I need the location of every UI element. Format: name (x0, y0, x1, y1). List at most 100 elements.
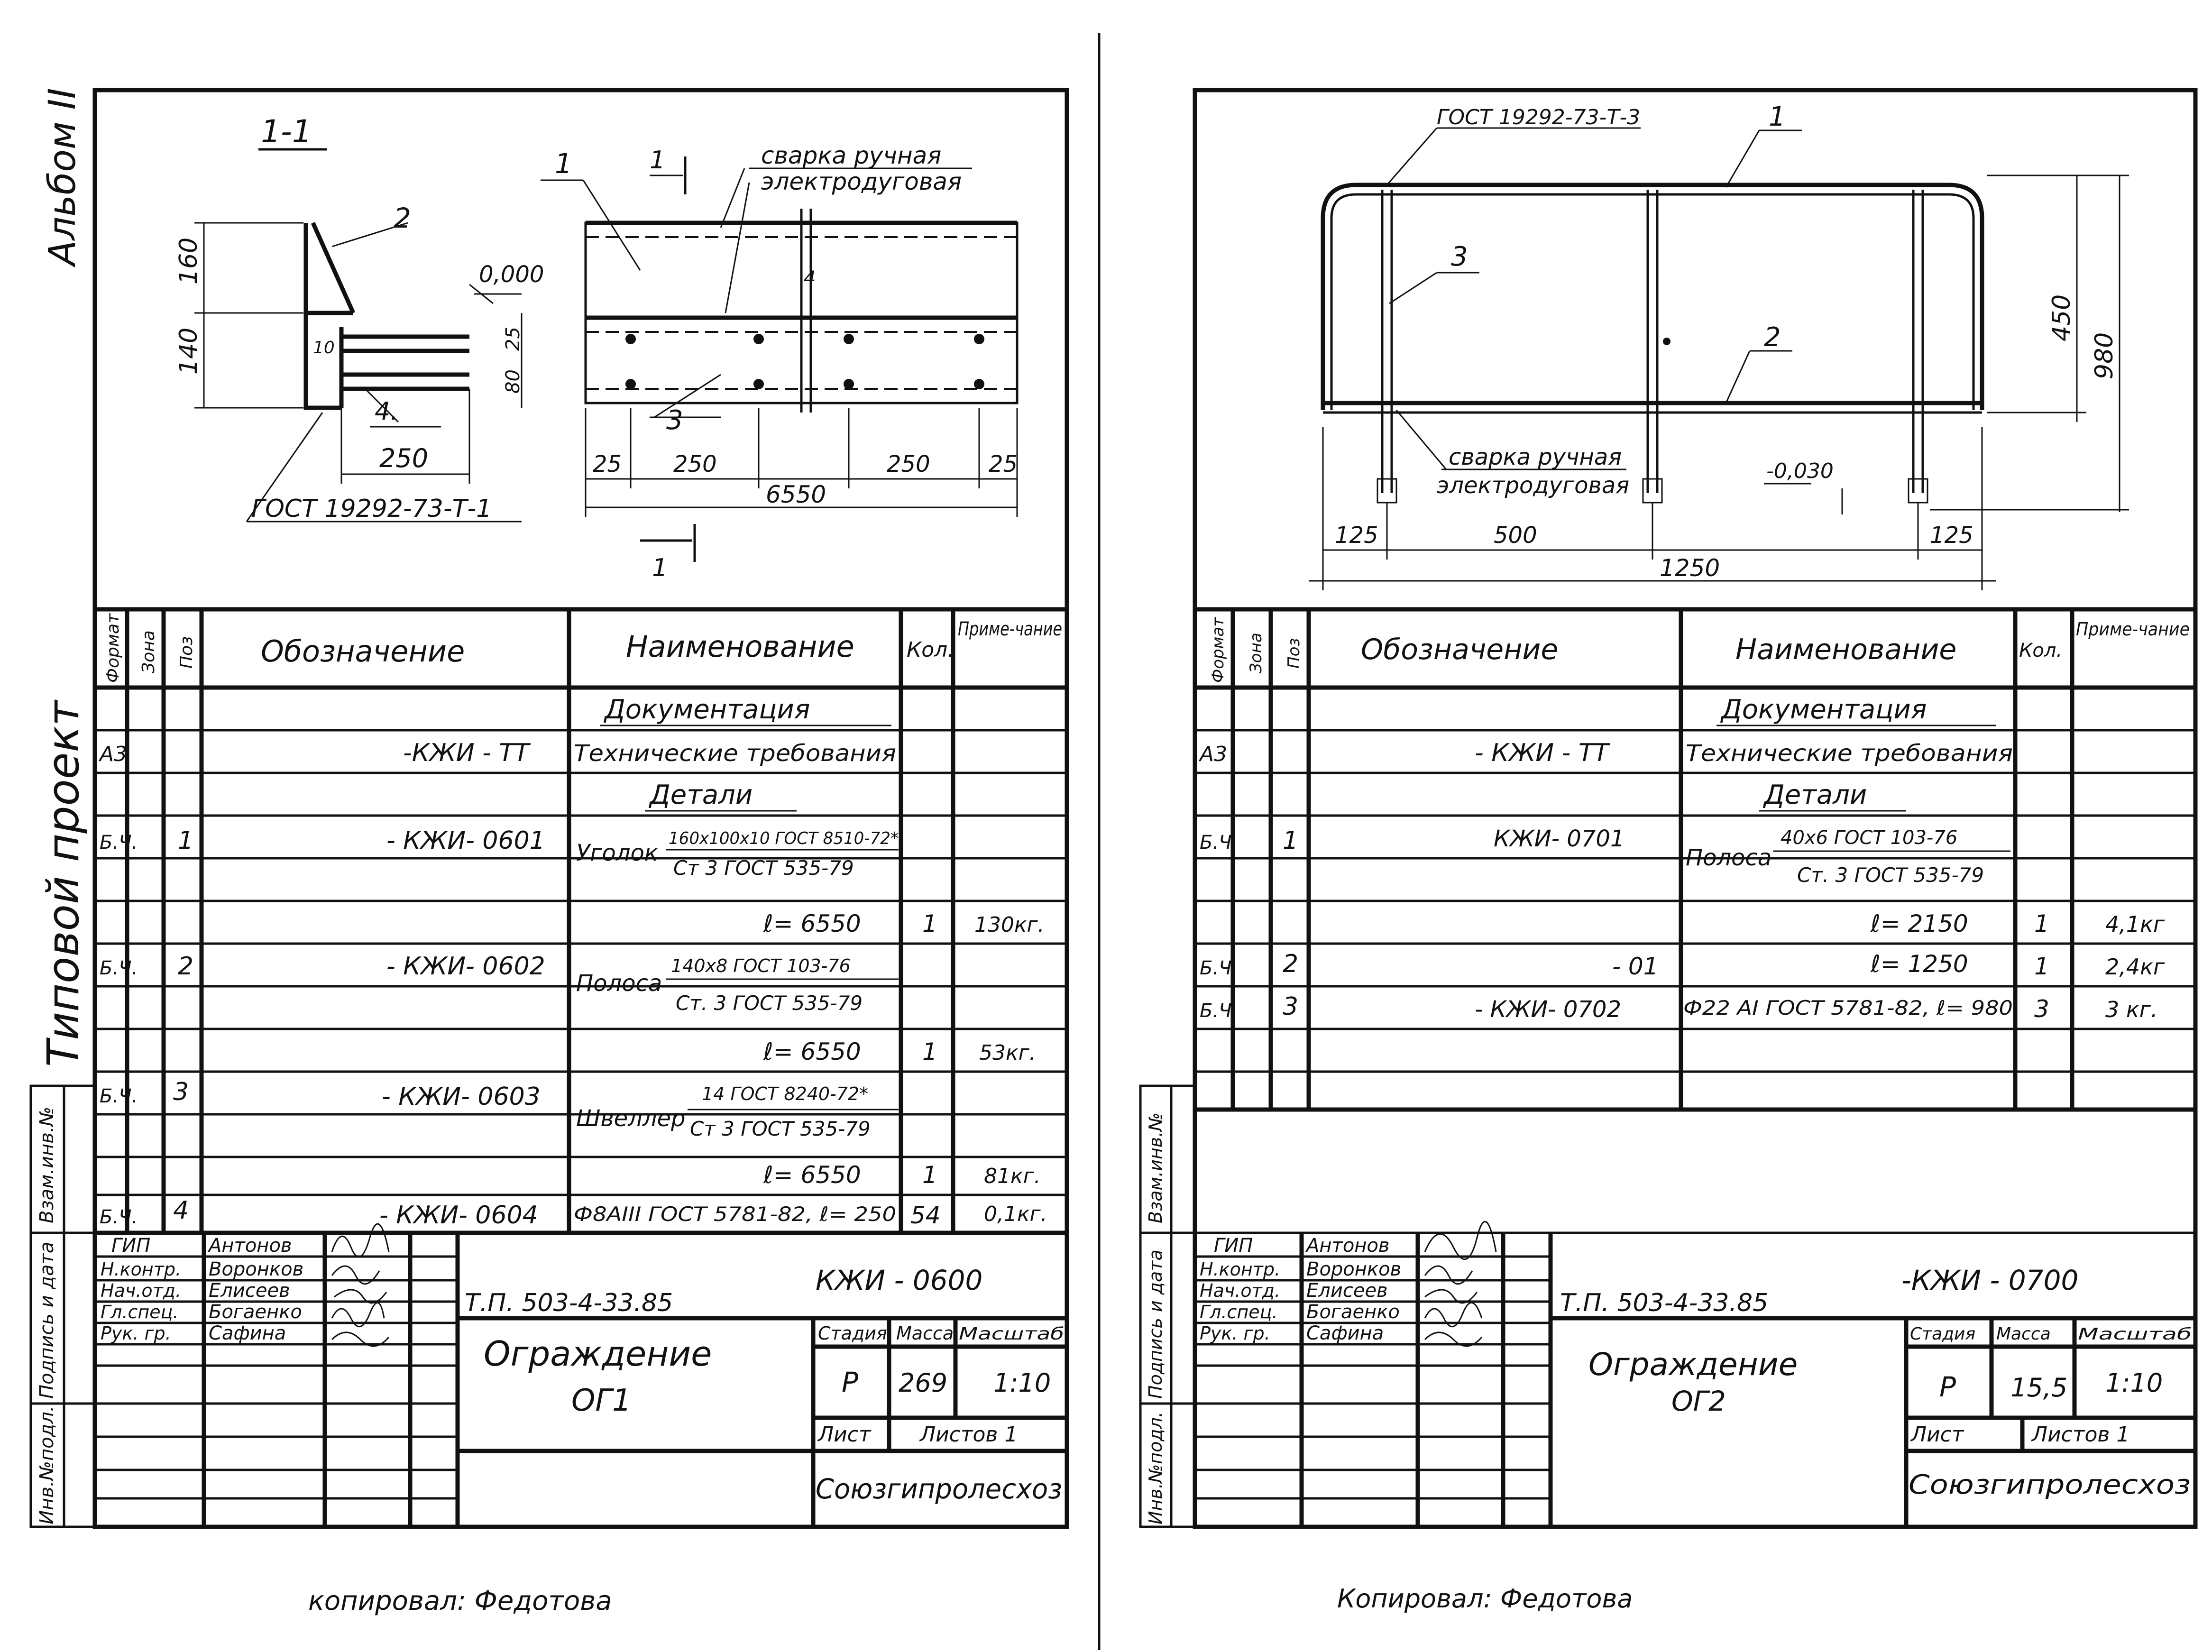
dim-160: 160 (174, 238, 203, 285)
dim-980-label: 980 (2090, 332, 2119, 379)
left-sheet: Альбом II Типовой проект Взам.инв.№ Подп… (29, 33, 1101, 1650)
header-note: Приме-чание (958, 618, 1062, 640)
row-pos: 1 (1283, 826, 1298, 855)
stamp-role: Нач.отд. (1200, 1280, 1280, 1301)
row-designation: - КЖИ - ТТ (1475, 739, 1611, 767)
level-label: 0,000 (479, 261, 544, 288)
gost-leader (246, 412, 323, 522)
stamp-doc-no: Т.П. 503-4-33.85 (1560, 1289, 1768, 1317)
row-format: Б.Ч. (100, 832, 138, 854)
dim-25-left: 25 (593, 451, 622, 477)
stamp-role: Рук. гр. (1200, 1323, 1270, 1344)
stamp-title-2: ОГ2 (1671, 1385, 1726, 1417)
row-designation: - КЖИ- 0602 (386, 952, 545, 981)
row-name-spec: 140х8 ГОСТ 103-76 (671, 955, 851, 976)
weld-note-2: электродуговая (761, 168, 962, 195)
stamp-name: Сафина (1306, 1322, 1384, 1344)
right-sheet: Взам.инв.№ Подпись и дата Инв.№подл. ГОС… (1139, 88, 2198, 1614)
stamp-scale-label: Масштаб (959, 1324, 1064, 1344)
callout-1: 1 (1769, 101, 1786, 132)
header-designation: Обозначение (1361, 633, 1558, 666)
row-note: 0,1кг. (984, 1202, 1047, 1226)
stamp-stage-label: Стадия (1910, 1324, 1975, 1344)
stamp-name: Богаенко (1306, 1301, 1400, 1323)
anchor-rod-bottom (341, 372, 469, 391)
right-spec-grid (1195, 607, 2195, 1234)
row-name-spec: 40х6 ГОСТ 103-76 (1781, 827, 1957, 849)
railing-inner-frame (1330, 193, 1975, 410)
header-name: Наименование (1735, 633, 1956, 666)
stamp-name: Елисеев (1306, 1280, 1388, 1302)
dim-250-section: 250 (379, 443, 428, 473)
stamp-sheet-label: Лист (1910, 1423, 1964, 1447)
left-title-block (95, 1233, 1067, 1527)
left-side-stamp-inner (63, 1084, 96, 1528)
railing-posts (1377, 190, 1928, 504)
gost-leader (1386, 128, 1438, 185)
row-name: Технические требования (1686, 740, 2013, 767)
stamp-sheets-label: Листов 1 (2031, 1423, 2129, 1447)
row-name: Ф22 АI ГОСТ 5781-82, ℓ= 980 (1683, 996, 2013, 1019)
row-length: ℓ= 6550 (763, 910, 861, 937)
callout-leader (1725, 350, 1751, 404)
callout-3: 3 (666, 405, 683, 436)
callout-leader (331, 222, 408, 248)
row-note: 53кг. (979, 1041, 1036, 1065)
signature (331, 1223, 390, 1347)
stamp-doc-no: Т.П. 503-4-33.85 (465, 1289, 673, 1317)
stamp-name: Антонов (207, 1235, 292, 1257)
railing-outer-frame (1321, 183, 1984, 410)
stamp-stage: Р (842, 1366, 858, 1398)
callout-1: 1 (555, 147, 572, 180)
dim-10: 10 (313, 338, 335, 358)
copied-by-left: копировал: Федотова (308, 1586, 612, 1616)
left-spec-grid (95, 607, 1067, 1235)
section-mark-bottom: 1 (652, 554, 668, 582)
section-mark-top: 1 (650, 146, 665, 174)
row-note: 81кг. (984, 1164, 1041, 1188)
dim-ticks (585, 408, 1018, 517)
row-name-material: Ст. 3 ГОСТ 535-79 (676, 991, 863, 1015)
dim-ticks (1322, 427, 1983, 590)
row-pos: 4 (173, 1196, 189, 1225)
stamp-org: Союзгипролесхоз (816, 1473, 1062, 1505)
row-designation: - КЖИ- 0603 (382, 1083, 541, 1111)
angle-flange (311, 222, 356, 314)
row-pos: 3 (173, 1078, 189, 1106)
header-format: Формат (1209, 617, 1228, 683)
row-section-documentation: Документация (603, 694, 810, 725)
dim-250-left: 250 (673, 451, 717, 477)
row-name-spec: 160х100х10 ГОСТ 8510-72* (669, 829, 899, 848)
dim-6550: 6550 (766, 481, 826, 508)
stamp-mass-label: Масса (896, 1323, 954, 1344)
mark-dot (1663, 338, 1670, 345)
stamp-scale: 1:10 (993, 1368, 1051, 1398)
anchor-holes (625, 334, 984, 389)
row-pos: 1 (178, 826, 193, 855)
callout-4: 4. (375, 397, 398, 426)
level-leader (469, 284, 494, 304)
dim-80: 80 (502, 369, 524, 394)
row-qty: 1 (2034, 910, 2049, 937)
row-format: Б.Ч. (1200, 832, 1238, 854)
header-name: Наименование (626, 629, 854, 664)
callout-leader (654, 374, 721, 418)
row-pos: 3 (1283, 992, 1298, 1021)
side-label-inventory: Инв.№подл. (36, 1405, 58, 1524)
row-format: Б.Ч. (100, 1206, 138, 1228)
callout-3: 3 (1451, 241, 1468, 272)
weld-leader (725, 182, 750, 313)
project-label: Типовой проект (38, 699, 89, 1067)
weld-note-1: сварка ручная (1449, 444, 1622, 470)
header-pos: Поз (177, 636, 196, 669)
stamp-role: Гл.спец. (101, 1302, 179, 1322)
stamp-title-1: Ограждение (1588, 1346, 1798, 1383)
right-frame (1193, 88, 2198, 1529)
row-pos: 2 (1283, 950, 1298, 978)
stamp-role: Нач.отд. (101, 1280, 181, 1301)
row-format: Б.Ч. (1200, 957, 1238, 979)
stamp-name: Воронков (1306, 1258, 1401, 1280)
row-qty: 54 (910, 1202, 941, 1229)
row-designation: - 01 (1612, 953, 1659, 980)
break-label: 4 (804, 267, 816, 289)
